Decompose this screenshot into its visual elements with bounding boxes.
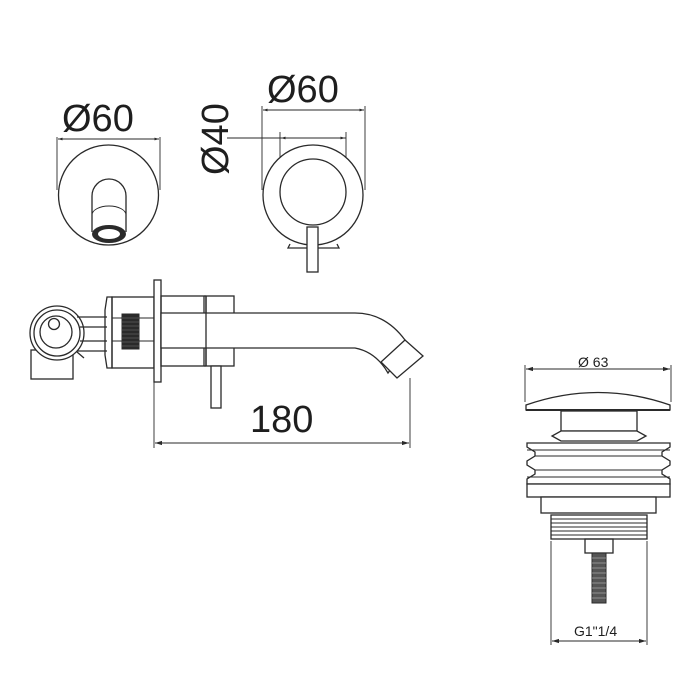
lever-handle [306, 226, 319, 273]
spout-aerator-opening [98, 229, 120, 239]
lever-body-diameter-label: Ø40 [195, 103, 237, 175]
valve-port [47, 317, 61, 331]
valve-body-ring [33, 309, 81, 357]
waste-side-view: Ø 63 [524, 354, 672, 645]
valve-inner-ring [39, 315, 73, 349]
lever-plate-diameter-label: Ø60 [267, 69, 339, 111]
spout-plate-diameter-label: Ø60 [62, 98, 134, 140]
waste-body-ribs [526, 442, 671, 485]
rod-thread-lines [592, 557, 606, 599]
waste-body-neck [540, 496, 657, 514]
waste-seal [550, 430, 648, 442]
thread-lines [122, 317, 139, 347]
collar-flare [104, 296, 113, 369]
lever-body [279, 158, 347, 226]
lever-handle-side [210, 365, 222, 409]
valve-body [29, 305, 85, 361]
lever-front-view: Ø60 Ø40 [195, 69, 366, 273]
mixer-side-view: 180 [29, 279, 424, 448]
spout-projection-label: 180 [250, 399, 313, 441]
thread-section [121, 313, 140, 350]
waste-cap [525, 391, 671, 411]
waste-cap-diameter-label: Ø 63 [578, 354, 609, 370]
spout-tip [380, 339, 424, 379]
spout-front-view: Ø60 [56, 98, 161, 246]
waste-stem [560, 410, 638, 432]
waste-thread-lines [551, 518, 647, 536]
spout-contour [91, 205, 127, 216]
spout-arm [160, 312, 409, 375]
wall-plate-profile [153, 279, 162, 383]
spout-body [91, 178, 127, 232]
connector-pipe [76, 316, 107, 359]
waste-body-lower [526, 483, 671, 498]
spout-wall-plate [57, 144, 160, 246]
waste-thread-label: G1"1/4 [574, 623, 617, 639]
rod-collar [584, 538, 614, 554]
